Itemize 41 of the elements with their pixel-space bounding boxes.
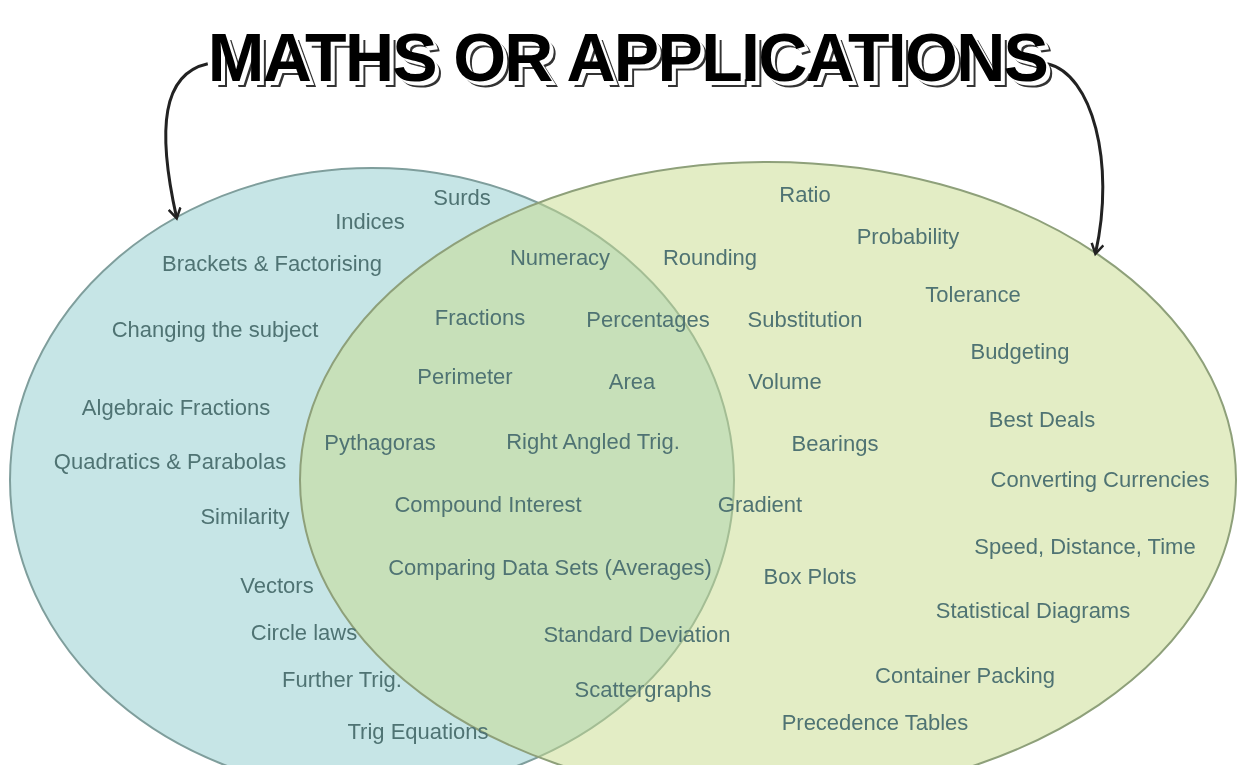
topic-label: Substitution	[747, 309, 863, 331]
topic-label: Probability	[856, 226, 960, 248]
topic-label: Trig Equations	[347, 721, 489, 743]
topic-label: Circle laws	[250, 622, 358, 644]
topic-label: Bearings	[791, 433, 879, 455]
title: MATHS OR APPLICATIONS	[207, 23, 1048, 91]
topic-label: Gradient	[717, 494, 803, 516]
topic-label: Best Deals	[988, 409, 1096, 431]
topic-label: Percentages	[586, 309, 710, 331]
topic-label: Changing the subject	[111, 319, 319, 341]
topic-label: Numeracy	[509, 247, 611, 269]
topic-label: Perimeter	[417, 366, 513, 388]
topic-label: Quadratics & Parabolas	[53, 451, 287, 473]
curved-arrow	[164, 62, 209, 220]
topic-label: Brackets & Factorising	[161, 253, 383, 275]
topic-label: Comparing Data Sets (Averages)	[388, 557, 712, 579]
topic-label: Box Plots	[763, 566, 857, 588]
topic-label: Vectors	[240, 575, 314, 597]
topic-label: Area	[608, 371, 656, 393]
topic-label: Further Trig.	[282, 669, 402, 691]
topic-label: Standard Deviation	[543, 624, 731, 646]
topic-label: Fractions	[434, 307, 526, 329]
topic-label: Tolerance	[925, 284, 1021, 306]
topic-label: Compound Interest	[394, 494, 582, 516]
topic-label: Speed, Distance, Time	[974, 536, 1196, 558]
topic-label: Converting Currencies	[990, 469, 1210, 491]
topic-label: Similarity	[200, 506, 290, 528]
topic-label: Precedence Tables	[781, 712, 969, 734]
topic-label: Scattergraphs	[574, 679, 712, 701]
topic-label: Pythagoras	[324, 432, 436, 454]
topic-label: Rounding	[662, 247, 758, 269]
topic-label: Algebraic Fractions	[81, 397, 271, 419]
topic-label: Statistical Diagrams	[935, 600, 1131, 622]
topic-label: Surds	[433, 187, 491, 209]
topic-label: Indices	[335, 211, 405, 233]
topic-label: Container Packing	[875, 665, 1055, 687]
topic-label: Right Angled Trig.	[506, 431, 680, 453]
topic-label: Ratio	[779, 184, 831, 206]
topic-label: Budgeting	[970, 341, 1070, 363]
topic-label: Volume	[748, 371, 822, 393]
curved-arrow	[1046, 62, 1105, 256]
